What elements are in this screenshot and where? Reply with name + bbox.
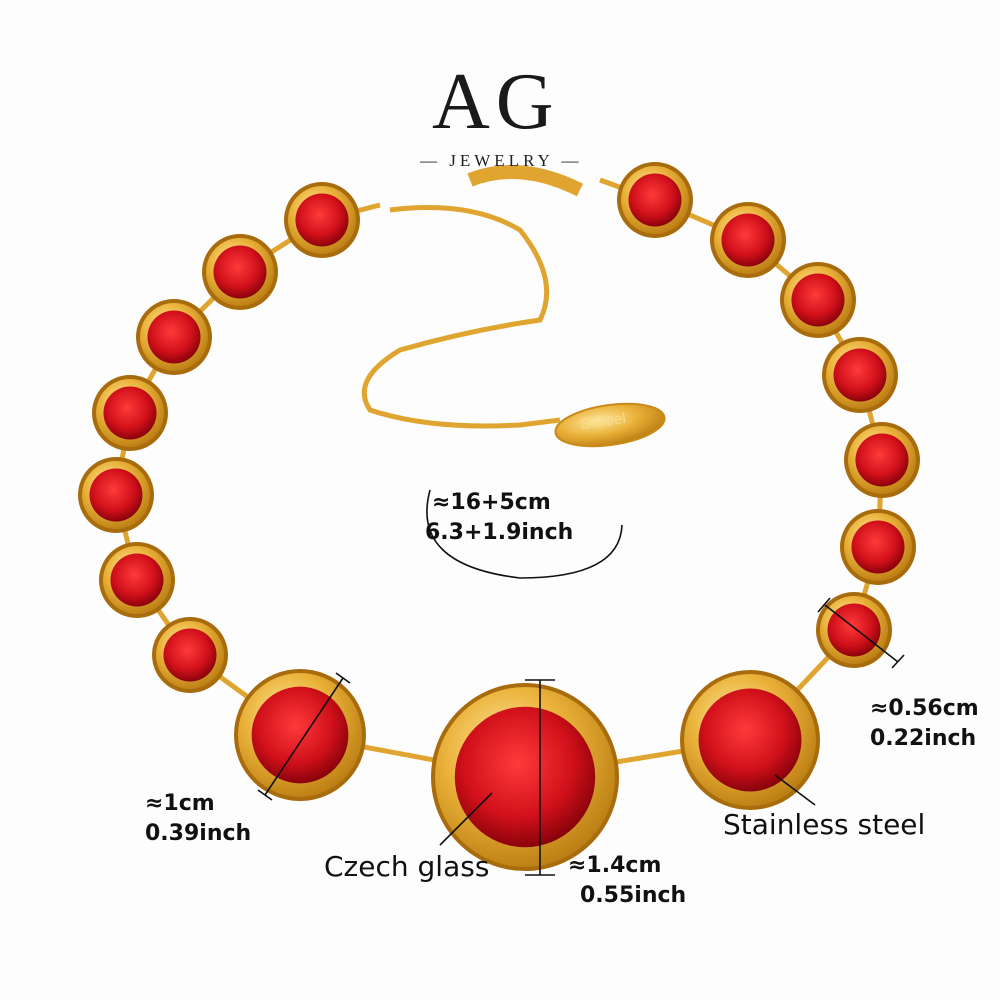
gemstone [822,337,898,413]
dimension-lines [257,489,905,876]
gemstone [680,670,820,810]
gemstone [840,509,916,585]
gemstone [780,262,856,338]
length-cm: ≈16+5cm [432,490,551,515]
center-stone-cm: ≈1.4cm [568,853,662,878]
center-stone-inch: 0.55inch [580,883,687,908]
brand-logo: AG [432,58,560,146]
gemstone [152,617,228,693]
small-stone-inch: 0.22inch [870,726,977,751]
gemstone [617,162,693,238]
czech-glass-label: Czech glass [324,850,490,883]
gemstone [710,202,786,278]
gemstone [234,669,366,801]
gemstone [284,182,360,258]
gemstone [202,234,278,310]
gemstone [431,683,619,871]
small-stone-cm: ≈0.56cm [870,696,979,721]
gemstone [99,542,175,618]
gemstone [136,299,212,375]
side-stone-inch: 0.39inch [145,821,252,846]
side-stone-cm: ≈1cm [145,791,215,816]
steel-tag [554,402,666,448]
gemstone [78,457,154,533]
gemstone [92,375,168,451]
gemstone [844,422,920,498]
gemstone [816,592,892,668]
length-inch: 6.3+1.9inch [425,520,574,545]
lobster-clasp [467,165,584,197]
brand-subtitle: — JEWELRY — [420,151,583,170]
stainless-steel-label: Stainless steel [723,808,926,841]
extender-chain [361,205,561,429]
